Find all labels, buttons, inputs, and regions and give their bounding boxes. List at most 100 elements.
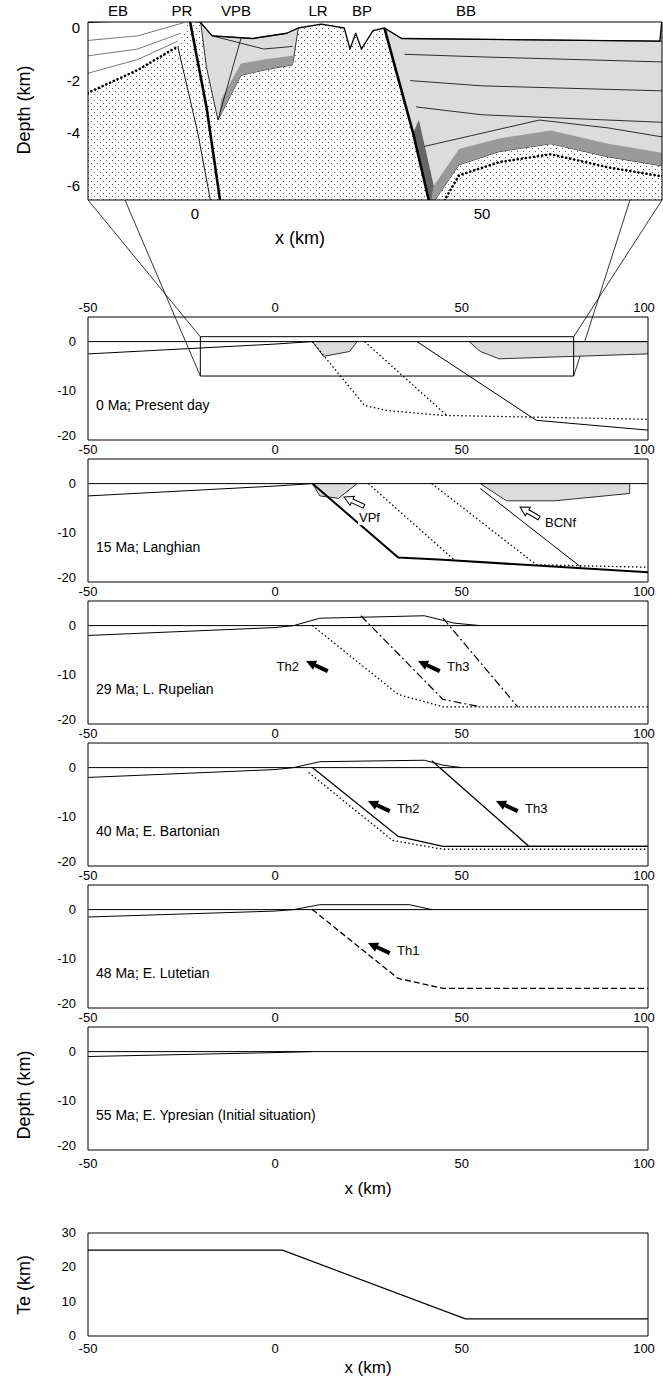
- tick-label: -20: [57, 713, 76, 727]
- panel-lutetian: [88, 885, 648, 1008]
- panel-langhian-part-part-part: [88, 484, 312, 496]
- panel-ypresian-part-part-part: [88, 1051, 648, 1052]
- panel-present-part-part-part: [200, 337, 573, 376]
- panel-ypresian-part-part: [88, 1052, 648, 1057]
- tick-label: -50: [79, 443, 98, 457]
- panel-title: 55 Ma; E. Ypresian (Initial situation): [96, 1108, 316, 1123]
- panel-langhian-part-part: [88, 484, 648, 573]
- thrust-arrow: [304, 656, 330, 675]
- thrust-arrow: [366, 938, 392, 957]
- fault-label: Th3: [446, 660, 470, 674]
- fault-label: Th3: [524, 802, 548, 816]
- detail-section-part-part: [405, 54, 662, 62]
- panel-rupelian-part-part-part: [88, 616, 480, 636]
- tick-label: 30: [62, 1226, 76, 1240]
- panel-bartonian-part: [88, 743, 648, 866]
- tick-label: -50: [79, 869, 98, 883]
- thrust-arrow: [366, 796, 392, 815]
- panel-langhian-part-part-part: [480, 484, 629, 501]
- tick-label: 0: [271, 1342, 278, 1356]
- region-label: VPB: [221, 3, 251, 19]
- panel-langhian: [88, 459, 648, 582]
- detail-section-part-part: [88, 23, 184, 41]
- axis-title: x (km): [344, 1359, 391, 1377]
- panel-bartonian-part: [88, 760, 648, 849]
- tick-label: -20: [57, 1139, 76, 1153]
- detail-section-part-part: [218, 56, 294, 120]
- tick-label: 10: [62, 1295, 76, 1309]
- fault-arrow: [342, 492, 366, 510]
- tick-label: -50: [79, 1011, 98, 1025]
- tick-label: 100: [633, 869, 655, 883]
- zoom-lines-part: [574, 200, 662, 337]
- tick-label: 0: [69, 1329, 76, 1343]
- detail-section-part-part: [218, 39, 241, 121]
- tick-label: -50: [79, 1157, 98, 1171]
- tick-label: -20: [57, 429, 76, 443]
- panel-langhian-part-part-part: [432, 484, 648, 568]
- tick-label: 100: [633, 301, 655, 315]
- tick-label: -10: [57, 810, 76, 824]
- detail-section-part-part: [178, 46, 215, 200]
- panel-rupelian-part: [88, 601, 648, 724]
- panel-rupelian-part-part: [88, 616, 648, 707]
- axis-title: x (km): [344, 1180, 391, 1198]
- panel-langhian-part-part-part: [312, 484, 648, 573]
- te-profile: [88, 1233, 648, 1336]
- panel-langhian-part-part-part: [480, 489, 581, 568]
- tick-label: 0: [271, 727, 278, 741]
- tick-label: 0: [271, 1157, 278, 1171]
- panel-present: [88, 317, 648, 440]
- detail-section-part: [88, 22, 662, 200]
- tick-label: -2: [67, 73, 80, 89]
- axis-title: x (km): [275, 229, 325, 248]
- tick-label: 0: [271, 585, 278, 599]
- tick-label: -10: [57, 1094, 76, 1108]
- panel-present-part-part-part: [88, 341, 648, 342]
- detail-section-part-part: [201, 23, 299, 120]
- panel-lutetian-part-part-part: [88, 909, 648, 910]
- fault-label: VPf: [358, 511, 381, 525]
- panel-ypresian: [88, 1027, 648, 1150]
- thrust-arrow: [416, 656, 442, 675]
- tick-label: 0: [271, 1011, 278, 1025]
- tick-label: 20: [62, 1260, 76, 1274]
- panel-rupelian-part-part-part: [443, 618, 518, 707]
- axis-title: Te (km): [15, 1255, 34, 1315]
- detail-section-part-part: [410, 81, 662, 92]
- tick-label: -20: [57, 571, 76, 585]
- fault-label: BCNf: [544, 516, 577, 530]
- tick-label: 100: [633, 727, 655, 741]
- region-label: LR: [308, 3, 327, 19]
- panel-title: 48 Ma; E. Lutetian: [96, 966, 210, 981]
- detail-section-part-part: [384, 28, 662, 200]
- panel-bartonian-part-part-part: [432, 761, 648, 847]
- te-profile-part: [88, 1233, 648, 1336]
- panel-bartonian-part-part-part: [88, 767, 648, 768]
- fault-label: Th1: [396, 944, 420, 958]
- tick-label: -50: [79, 585, 98, 599]
- tick-label: 0: [271, 443, 278, 457]
- zoom-lines: [88, 200, 662, 376]
- tick-label: -20: [57, 855, 76, 869]
- panel-title: 40 Ma; E. Bartonian: [96, 824, 220, 839]
- panel-lutetian-part-part-part: [312, 910, 648, 989]
- axis-title: Depth (km): [15, 65, 34, 154]
- tick-label: 0: [72, 20, 80, 36]
- tick-label: 0: [271, 869, 278, 883]
- panel-lutetian-part: [88, 885, 648, 1008]
- detail-section-part-part: [88, 33, 181, 57]
- detail-section-part-part: [436, 154, 662, 200]
- panel-lutetian-part-part: [88, 905, 648, 989]
- tick-label: 50: [474, 206, 491, 222]
- panel-present-part: [88, 317, 648, 440]
- fault-arrow: [518, 503, 542, 523]
- tick-label: 50: [454, 443, 468, 457]
- detail-section-part-part: [430, 131, 662, 200]
- detail-section-part-part: [413, 120, 434, 200]
- tick-label: 50: [454, 1157, 468, 1171]
- tick-label: 100: [633, 1011, 655, 1025]
- panel-title: 29 Ma; L. Rupelian: [96, 682, 214, 697]
